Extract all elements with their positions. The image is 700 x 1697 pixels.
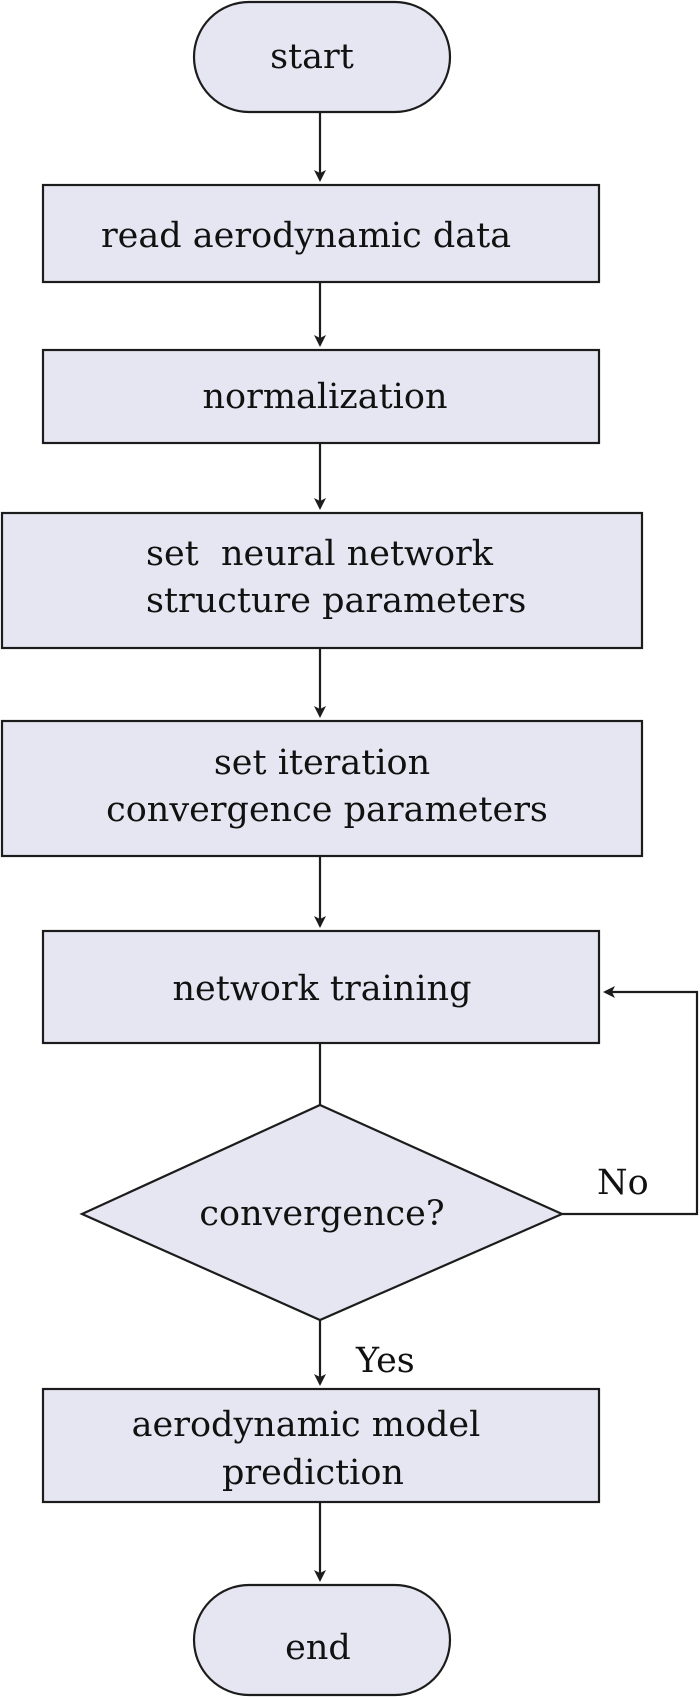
convergence-label: convergence? [199, 1194, 444, 1234]
no-branch-label: No [597, 1163, 649, 1203]
yes-branch-label: Yes [355, 1341, 415, 1381]
set-iteration-label-line-2: convergence parameters [106, 790, 548, 830]
normalization-label: normalization [203, 377, 448, 417]
set-structure-label-line-1: set neural network [146, 534, 494, 574]
edge-convergence-no-loop [562, 986, 699, 1216]
prediction-label-line-1: aerodynamic model [132, 1405, 481, 1445]
set-structure-box [0, 511, 644, 650]
start-label: start [270, 37, 354, 77]
end-label: end [285, 1628, 351, 1668]
training-label: network training [173, 969, 472, 1009]
convergence-decision [79, 1103, 565, 1322]
end-terminal [192, 1583, 452, 1697]
normalization-box [41, 348, 601, 445]
prediction-box [41, 1387, 601, 1504]
read-data-box [41, 183, 601, 284]
set-iteration-box [0, 719, 644, 858]
training-box [41, 929, 601, 1045]
set-iteration-label-line-1: set iteration [214, 743, 430, 783]
prediction-label-line-2: prediction [222, 1453, 404, 1493]
start-terminal [192, 0, 452, 114]
read-data-label: read aerodynamic data [101, 216, 511, 256]
set-structure-label-line-2: structure parameters [146, 581, 526, 621]
